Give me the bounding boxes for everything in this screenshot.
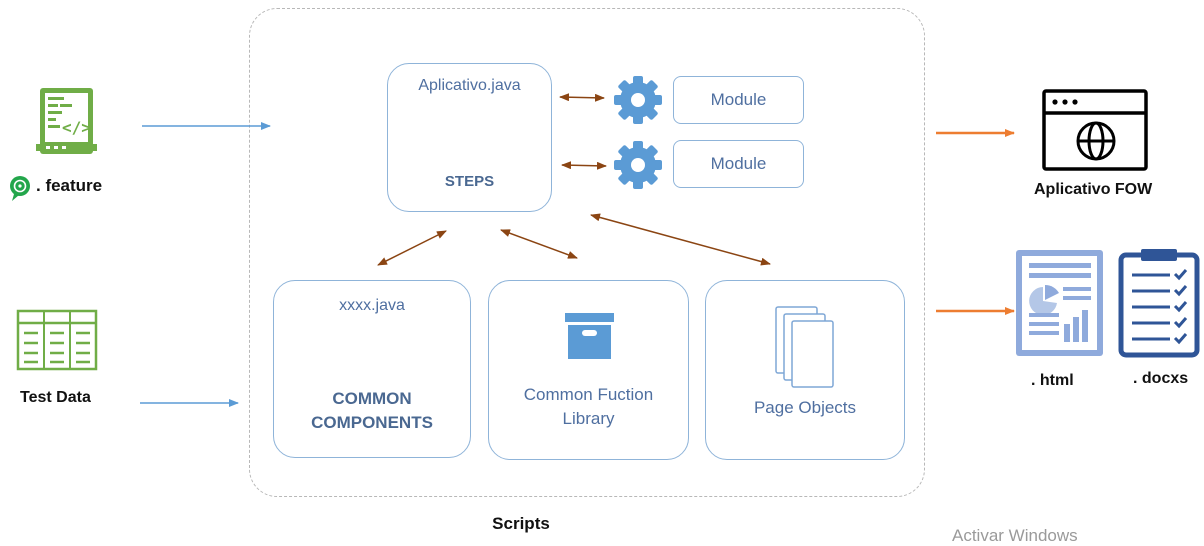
docx-report-label: . docxs xyxy=(1133,370,1189,387)
cucumber-icon xyxy=(10,176,30,201)
page-objects-label: Page Objects xyxy=(753,398,857,417)
browser-window-icon xyxy=(1042,89,1148,171)
steps-library-arrow xyxy=(500,229,578,259)
steps-title: STEPS xyxy=(444,173,495,190)
test-data-label: Test Data xyxy=(20,389,91,406)
feature-file-icon: </> xyxy=(36,88,97,154)
steps-pageobjects-arrow xyxy=(590,213,771,266)
gear-icon-1 xyxy=(614,76,662,124)
steps-module-1-arrow xyxy=(559,93,605,102)
checklist-document-icon xyxy=(1118,249,1200,358)
common-components-box[interactable]: xxxx.java COMMON COMPONENTS xyxy=(273,280,471,458)
archive-box-icon xyxy=(565,313,614,359)
test-data-table-icon xyxy=(16,309,98,371)
common-components-title-1: COMMON xyxy=(332,389,412,408)
steps-module-2-arrow xyxy=(561,161,607,170)
html-report-icon xyxy=(1016,250,1103,356)
app-output-label: Aplicativo FOW xyxy=(1034,181,1153,198)
feature-label: . feature xyxy=(36,176,103,195)
function-library-box[interactable]: Common Fuction Library xyxy=(488,280,689,460)
globe-icon xyxy=(1076,121,1116,161)
pages-stack-icon xyxy=(775,306,834,388)
common-components-file: xxxx.java xyxy=(339,297,405,314)
steps-box[interactable]: Aplicativo.java STEPS xyxy=(387,63,552,212)
common-components-title-2: COMPONENTS xyxy=(311,413,433,432)
function-library-line-1: Common Fuction xyxy=(523,385,654,404)
module-box-2[interactable]: Module xyxy=(673,140,804,188)
steps-common-arrow xyxy=(377,230,447,266)
gear-icon-2 xyxy=(614,141,662,189)
html-report-label: . html xyxy=(1031,372,1074,389)
relation-arrows xyxy=(377,93,771,266)
scripts-container xyxy=(249,8,925,497)
module-box-1[interactable]: Module xyxy=(673,76,804,124)
function-library-line-2: Library xyxy=(562,409,615,428)
svg-text:</>: </> xyxy=(62,118,91,137)
steps-file-name: Aplicativo.java xyxy=(418,77,521,94)
scripts-label: Scripts xyxy=(492,514,550,533)
windows-watermark: Activar Windows xyxy=(952,526,1078,545)
